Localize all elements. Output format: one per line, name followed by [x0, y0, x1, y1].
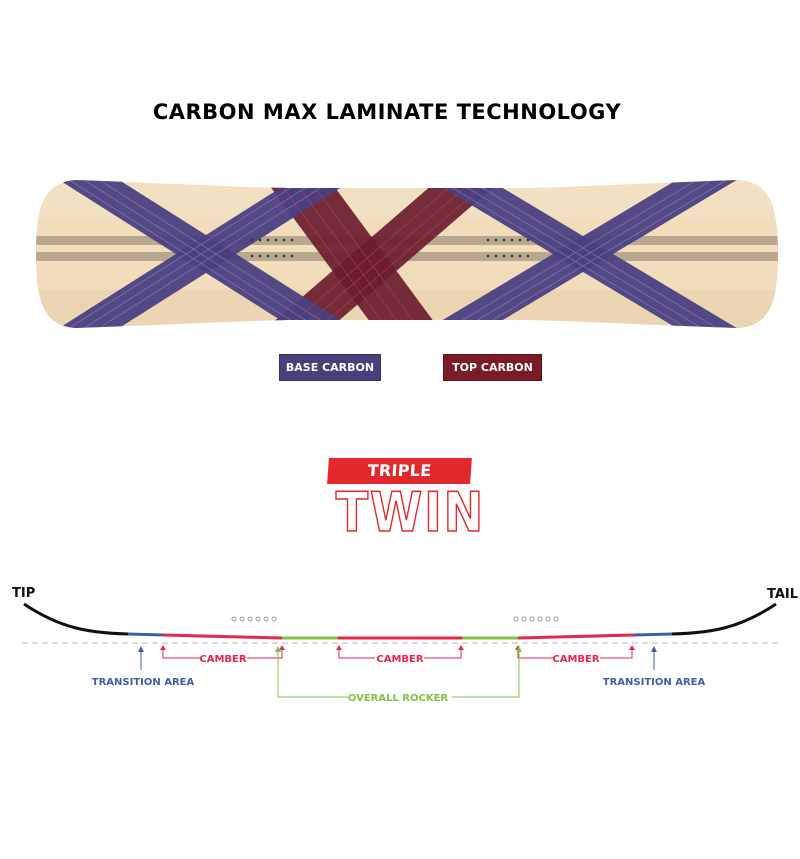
transition-segment-left — [127, 632, 164, 637]
transition-segment-right — [633, 632, 673, 637]
transition-label-right: TRANSITION AREA — [603, 677, 706, 688]
camber-label-center: CAMBER — [376, 654, 423, 665]
camber-label-right: CAMBER — [552, 654, 599, 665]
camber-segment-right — [517, 633, 635, 640]
legend-base-carbon: BASE CARBON — [279, 354, 381, 381]
camber-bracket-center — [338, 648, 462, 659]
camber-profile-diagram: TIP TAIL CAMBER CAMBER CAMBER TRANSITION… — [12, 586, 798, 704]
camber-bracket-left — [162, 648, 283, 659]
triple-camber-twin-logo: TRIPLE CAMBER TWIN — [327, 458, 486, 550]
logo-word: TWIN — [335, 481, 486, 545]
transition-label-left: TRANSITION AREA — [92, 677, 195, 688]
tip-label: TIP — [12, 586, 35, 601]
binding-inserts-front — [250, 238, 294, 258]
page-title: CARBON MAX LAMINATE TECHNOLOGY — [152, 100, 622, 124]
insert-marks-left — [231, 616, 277, 622]
overall-rocker-label: OVERALL ROCKER — [348, 693, 449, 704]
camber-label-left: CAMBER — [199, 654, 246, 665]
tail-label: TAIL — [767, 587, 798, 602]
insert-marks-right — [513, 616, 559, 622]
tip-curve — [23, 602, 129, 636]
legend-top-carbon: TOP CARBON — [443, 354, 542, 381]
tail-curve — [671, 602, 777, 636]
camber-segment-left — [162, 633, 283, 640]
snowboard-illustration — [36, 178, 778, 330]
binding-inserts-back — [486, 238, 530, 258]
rocker-bracket — [277, 650, 520, 698]
